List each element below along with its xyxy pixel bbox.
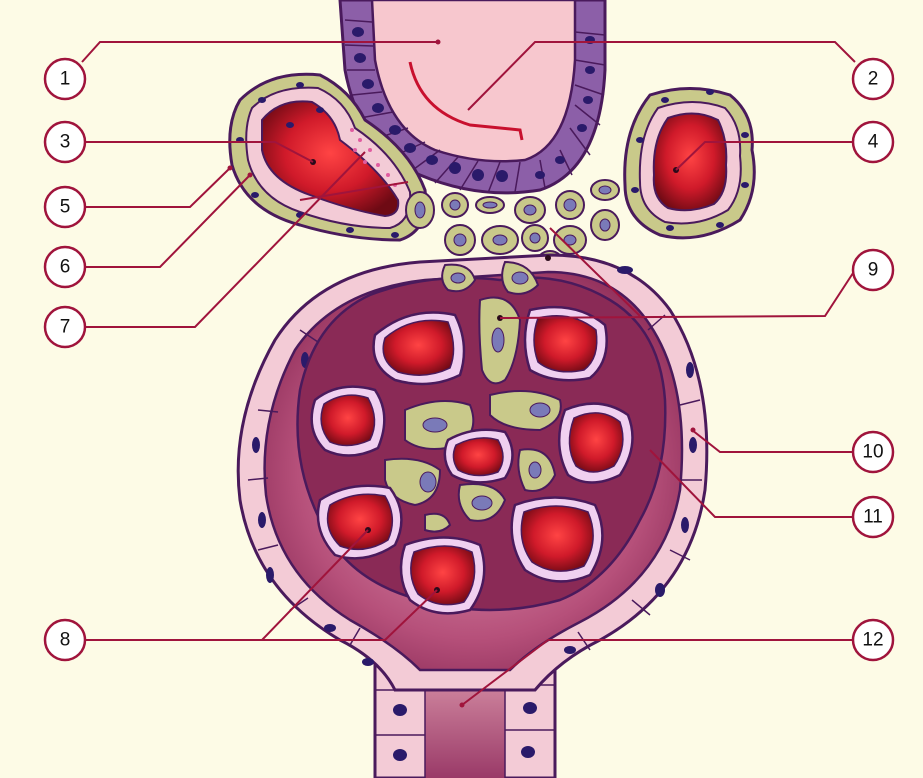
svg-text:2: 2 xyxy=(868,69,879,90)
svg-text:6: 6 xyxy=(60,257,71,278)
label-1: 1 xyxy=(45,59,85,99)
svg-text:12: 12 xyxy=(862,630,883,651)
svg-text:5: 5 xyxy=(60,197,71,218)
label-9: 9 xyxy=(853,250,893,290)
label-10: 10 xyxy=(853,432,893,472)
glomerular-tuft xyxy=(298,255,666,613)
svg-text:11: 11 xyxy=(863,507,883,528)
svg-text:4: 4 xyxy=(868,132,879,153)
svg-text:7: 7 xyxy=(60,317,71,338)
label-6: 6 xyxy=(45,247,85,287)
label-3: 3 xyxy=(45,122,85,162)
efferent-arteriole xyxy=(625,89,755,238)
svg-text:8: 8 xyxy=(60,630,71,651)
label-12: 12 xyxy=(853,620,893,660)
svg-text:3: 3 xyxy=(60,132,71,153)
label-8: 8 xyxy=(45,620,85,660)
label-2: 2 xyxy=(853,59,893,99)
svg-text:9: 9 xyxy=(868,260,879,281)
svg-text:10: 10 xyxy=(862,442,883,463)
svg-text:1: 1 xyxy=(60,69,71,90)
label-4: 4 xyxy=(853,122,893,162)
label-5: 5 xyxy=(45,187,85,227)
label-7: 7 xyxy=(45,307,85,347)
label-11: 11 xyxy=(853,497,893,537)
